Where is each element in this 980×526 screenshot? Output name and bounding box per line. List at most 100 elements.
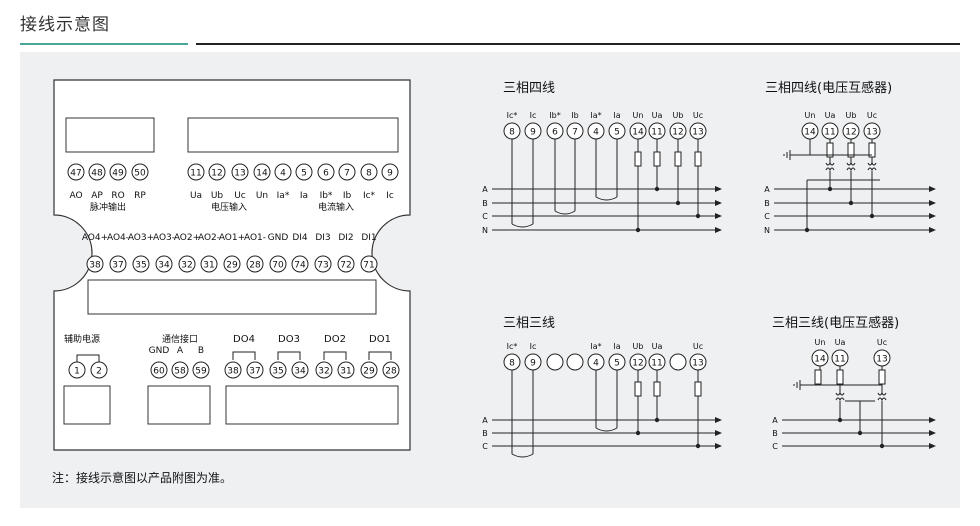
terminal-34-number: 34 — [158, 261, 170, 271]
terminal-label: Uc — [693, 342, 703, 351]
pt-coil — [825, 167, 835, 172]
do-bracket — [323, 351, 347, 360]
do-terminal-number: 37 — [249, 367, 260, 377]
terminal-49 — [109, 163, 127, 181]
terminal-label: Ia* — [590, 342, 601, 351]
comm-terminal-number: 58 — [174, 367, 186, 377]
terminal-label: Ua — [190, 191, 202, 201]
comm-terminal-number: 60 — [153, 367, 165, 377]
terminal-number: 13 — [692, 128, 703, 138]
terminal-50 — [131, 163, 149, 181]
terminal-label: DI2 — [338, 233, 353, 243]
terminal-73 — [314, 255, 332, 273]
display-window-left — [65, 117, 155, 153]
bus-label: C — [764, 212, 770, 221]
terminal-label: Un — [815, 338, 826, 347]
aux-power-label: 辅助电源 — [64, 333, 100, 345]
terminal-label: AO4+ — [82, 233, 108, 243]
do-terminal — [269, 361, 287, 379]
bus-arrow — [715, 213, 722, 219]
terminal-number: 5 — [614, 359, 620, 369]
page-title: 接线示意图 — [20, 15, 110, 35]
terminal-label: Ia — [613, 111, 620, 120]
terminal-12-number: 12 — [211, 169, 222, 179]
terminal-5 — [295, 163, 313, 181]
pt-coil — [877, 397, 887, 402]
terminal-11-number: 11 — [190, 169, 201, 179]
junction-dot — [635, 227, 641, 233]
terminal-label: Ic* — [507, 342, 518, 351]
aux-terminal-number: 1 — [74, 367, 80, 377]
terminal-71 — [360, 255, 378, 273]
terminal-14-number: 14 — [256, 169, 268, 179]
terminal-label: Ia* — [277, 191, 290, 201]
comm-terminal-label: GND — [149, 346, 170, 356]
terminal-38 — [86, 255, 104, 273]
terminal-13-number: 13 — [234, 169, 245, 179]
terminal-label: DI1 — [361, 233, 376, 243]
terminal-label: Ia — [300, 191, 308, 201]
terminal-label: Ua — [835, 338, 846, 347]
ct-loop — [595, 427, 618, 432]
terminal-label: Ub — [846, 111, 857, 120]
terminal-label: AO1+ — [219, 233, 245, 243]
junction-dot — [695, 443, 701, 449]
terminal-32 — [178, 255, 196, 273]
ct-loop — [511, 453, 534, 458]
aux-power-block — [63, 385, 111, 425]
bus-label: C — [482, 212, 488, 221]
do-terminal-number: 34 — [294, 367, 306, 377]
diagram1-title: 三相四线 — [503, 81, 555, 96]
terminal-empty — [669, 353, 687, 371]
do-bracket — [232, 351, 256, 360]
terminal-number: 13 — [866, 128, 877, 138]
do-terminal-number: 35 — [272, 367, 283, 377]
bus-label: B — [772, 429, 778, 438]
terminal-label: Un — [633, 111, 644, 120]
bus-arrow — [715, 430, 722, 436]
terminal-number: 11 — [834, 355, 845, 365]
terminal-13 — [231, 163, 249, 181]
terminal-label: Ia — [613, 342, 620, 351]
terminal-37-number: 37 — [112, 261, 123, 271]
display-window-middle — [87, 279, 377, 315]
generated-diagram-group: 47AO48AP49RO50RP脉冲输出11Ua12Ub13Uc14Un4Ia*… — [64, 80, 936, 458]
bus-label: A — [482, 185, 488, 194]
terminal-empty — [546, 353, 564, 371]
do-block — [225, 385, 399, 425]
terminal-6-number: 6 — [323, 169, 329, 179]
terminal-label: Ic* — [507, 111, 518, 120]
terminal-label: Ib* — [549, 111, 560, 120]
display-window-right — [187, 117, 399, 153]
fuse — [878, 369, 886, 385]
terminal-number: 11 — [824, 128, 835, 138]
junction-dot — [857, 430, 863, 436]
do-bracket — [277, 351, 301, 360]
terminal-11 — [187, 163, 205, 181]
terminal-50-number: 50 — [134, 169, 146, 179]
terminal-empty — [566, 353, 584, 371]
ct-loop — [511, 223, 534, 228]
terminal-number: 13 — [876, 355, 887, 365]
junction-dot — [837, 417, 843, 423]
do-terminal — [246, 361, 264, 379]
bus-label: A — [772, 416, 778, 425]
bus-label: N — [764, 226, 770, 235]
junction-dot — [654, 186, 660, 192]
terminal-label: AO3+ — [128, 233, 154, 243]
terminal-6 — [317, 163, 335, 181]
bus-label: A — [764, 185, 770, 194]
terminal-28 — [246, 255, 264, 273]
terminal-35-number: 35 — [135, 261, 146, 271]
terminal-number: 4 — [593, 359, 599, 369]
junction-dot — [804, 227, 810, 233]
terminal-label: AO2- — [198, 233, 220, 243]
terminal-12 — [208, 163, 226, 181]
terminal-label: Ua — [652, 111, 663, 120]
fuse — [653, 381, 661, 397]
bus-label: B — [482, 199, 488, 208]
ct-loop — [595, 196, 618, 201]
terminal-label: AO3- — [153, 233, 175, 243]
bus-arrow — [929, 443, 936, 449]
